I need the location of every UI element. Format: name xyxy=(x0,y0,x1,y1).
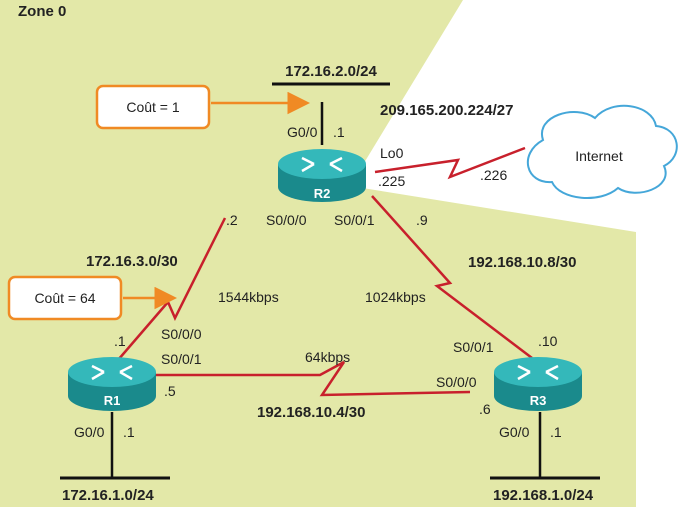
iface-r1-g00-ip: .1 xyxy=(123,424,135,440)
iface-r2-g00: G0/0 xyxy=(287,124,318,140)
internet-cloud: Internet xyxy=(526,104,678,199)
iface-r2-s000: S0/0/0 xyxy=(266,212,307,228)
network-label-isp: 209.165.200.224/27 xyxy=(380,102,513,119)
iface-r1-s000-ip: .1 xyxy=(114,333,126,349)
iface-r1-s001: S0/0/1 xyxy=(161,351,202,367)
iface-r2-lo0: Lo0 xyxy=(380,145,404,161)
router-name: R2 xyxy=(314,186,331,201)
iface-isp-ip: .226 xyxy=(480,167,507,183)
iface-r1-s000: S0/0/0 xyxy=(161,326,202,342)
network-label-r2-lan: 172.16.2.0/24 xyxy=(285,63,377,80)
iface-r2-s001: S0/0/1 xyxy=(334,212,375,228)
iface-r1-s001-ip: .5 xyxy=(164,383,176,399)
bandwidth-r1-r3: 64kbps xyxy=(305,349,350,365)
network-label-r2-r3: 192.168.10.8/30 xyxy=(468,254,576,271)
network-label-r1-r3: 192.168.10.4/30 xyxy=(257,404,365,421)
serial-link-r2-internet xyxy=(374,146,526,180)
serial-link-r2-r3 xyxy=(371,195,533,359)
bandwidth-r1-r2: 1544kbps xyxy=(218,289,279,305)
iface-r1-g00: G0/0 xyxy=(74,424,105,440)
iface-r2-s001-ip: .9 xyxy=(416,212,428,228)
iface-r3-s001: S0/0/1 xyxy=(453,339,494,355)
internet-label: Internet xyxy=(575,148,623,164)
iface-r3-s001-ip: .10 xyxy=(538,333,558,349)
iface-r3-s000-ip: .6 xyxy=(479,401,491,417)
bandwidth-r2-r3: 1024kbps xyxy=(365,289,426,305)
serial-link-r1-r3 xyxy=(150,360,471,397)
iface-r3-g00-ip: .1 xyxy=(550,424,562,440)
router-name: R3 xyxy=(530,393,547,408)
network-label-r3-lan: 192.168.1.0/24 xyxy=(493,487,594,504)
router-name: R1 xyxy=(104,393,121,408)
router-r2[interactable]: R2 xyxy=(278,149,366,202)
network-label-r1-r2: 172.16.3.0/30 xyxy=(86,253,178,270)
cost-callout-r2: Coût = 1 xyxy=(95,84,310,130)
iface-r2-lo0-ip: .225 xyxy=(378,173,405,189)
router-r3[interactable]: R3 xyxy=(494,357,582,411)
iface-r2-g00-ip: .1 xyxy=(333,124,345,140)
network-label-r1-lan: 172.16.1.0/24 xyxy=(62,487,154,504)
serial-link-r1-r2 xyxy=(117,217,227,361)
cost-text: Coût = 64 xyxy=(34,290,95,306)
iface-r3-s000: S0/0/0 xyxy=(436,374,477,390)
iface-r2-s000-ip: .2 xyxy=(226,212,238,228)
iface-r3-g00: G0/0 xyxy=(499,424,530,440)
zone-label: Zone 0 xyxy=(18,3,66,20)
cost-text: Coût = 1 xyxy=(126,99,180,115)
router-r1[interactable]: R1 xyxy=(68,357,156,411)
cost-callout-r1: Coût = 64 xyxy=(7,275,177,321)
